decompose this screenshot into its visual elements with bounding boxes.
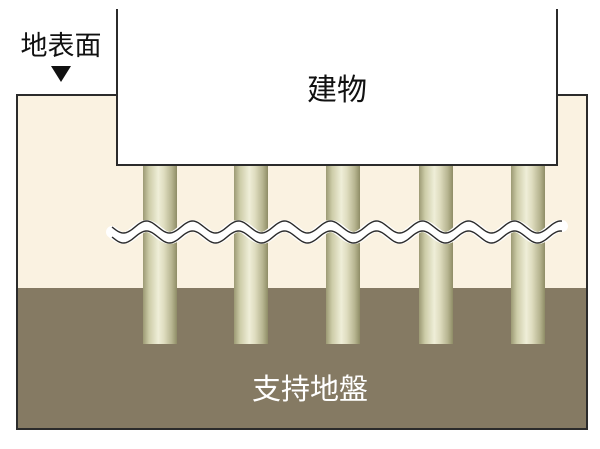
ground-surface-label: 地表面: [21, 31, 102, 62]
building-label: 建物: [307, 73, 367, 108]
bearing-stratum-label: 支持地盤: [252, 372, 368, 406]
pile: [511, 160, 545, 344]
piles-group: [143, 160, 545, 344]
building-box: [116, 7, 558, 166]
ground-surface-marker-icon: [51, 66, 71, 82]
bearing-stratum-layer: [17, 288, 587, 429]
pile: [419, 160, 453, 344]
pile: [234, 160, 268, 344]
pile: [326, 160, 360, 344]
building-top-mask: [116, 0, 558, 9]
wavy-break-line: [106, 219, 568, 245]
pile: [143, 160, 177, 344]
